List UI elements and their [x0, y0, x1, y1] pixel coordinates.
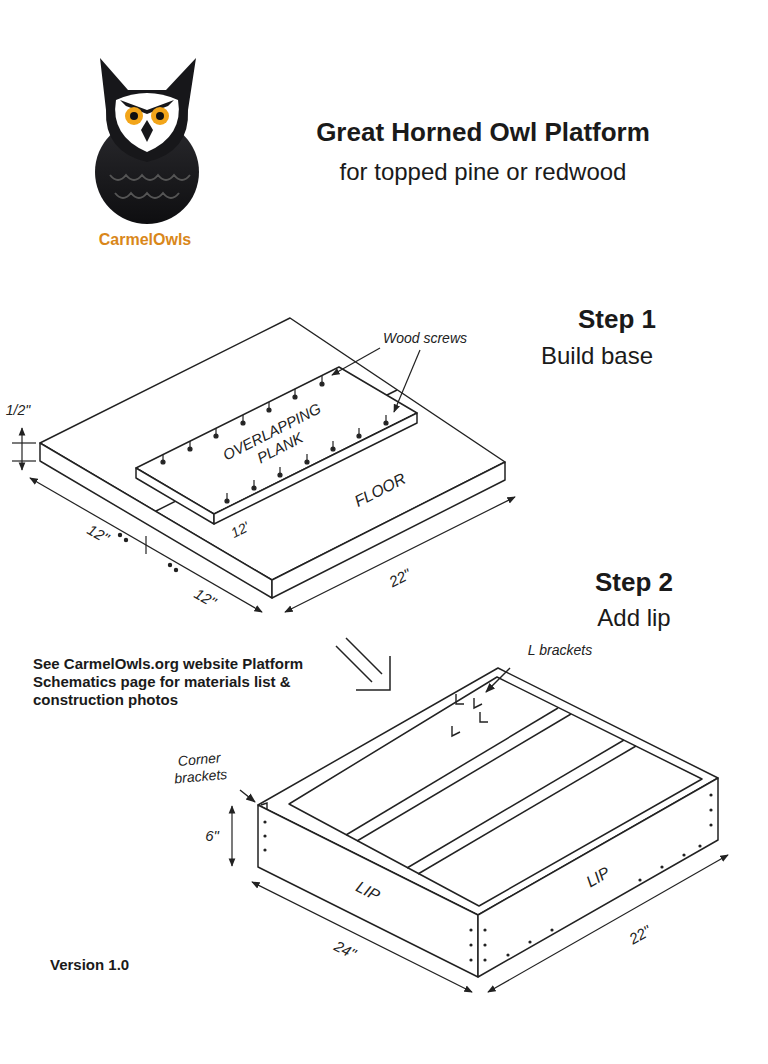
- owl-logo: [95, 58, 199, 224]
- callout: Corner brackets: [160, 748, 241, 788]
- step-heading: Step 2: [595, 567, 673, 598]
- box-drawing: [258, 668, 718, 977]
- subtitle: for topped pine or redwood: [340, 158, 627, 187]
- callout: Wood screws: [383, 330, 467, 347]
- part-name: LIP: [353, 877, 383, 905]
- part-name: OVERLAPPING PLANK: [210, 394, 342, 485]
- dimension: 22": [386, 565, 414, 591]
- screws: [118, 376, 388, 572]
- part-name: FLOOR: [351, 469, 409, 511]
- logo-text: CarmelOwls: [99, 230, 191, 249]
- step-text: Build base: [541, 342, 653, 371]
- note: See CarmelOwls.org website Platform Sche…: [33, 655, 323, 709]
- dimension: 12": [84, 521, 112, 548]
- dimension: 12': [228, 518, 252, 541]
- step-arrow: [336, 638, 390, 690]
- dimension: 12": [191, 585, 219, 612]
- dimension: 22": [626, 922, 654, 949]
- title: Great Horned Owl Platform: [316, 117, 650, 148]
- callout: L brackets: [528, 642, 592, 659]
- dimension: 6": [205, 827, 219, 845]
- step-heading: Step 1: [578, 304, 656, 335]
- step-text: Add lip: [597, 604, 670, 633]
- dimension-lines: [12, 348, 515, 612]
- dimension: 24": [331, 937, 359, 963]
- version: Version 1.0: [50, 956, 129, 974]
- dimension-lines: [232, 806, 728, 992]
- base-drawing: [40, 318, 505, 598]
- screws: [263, 793, 712, 961]
- part-name: LIP: [583, 863, 613, 892]
- dimension: 1/2": [6, 402, 30, 419]
